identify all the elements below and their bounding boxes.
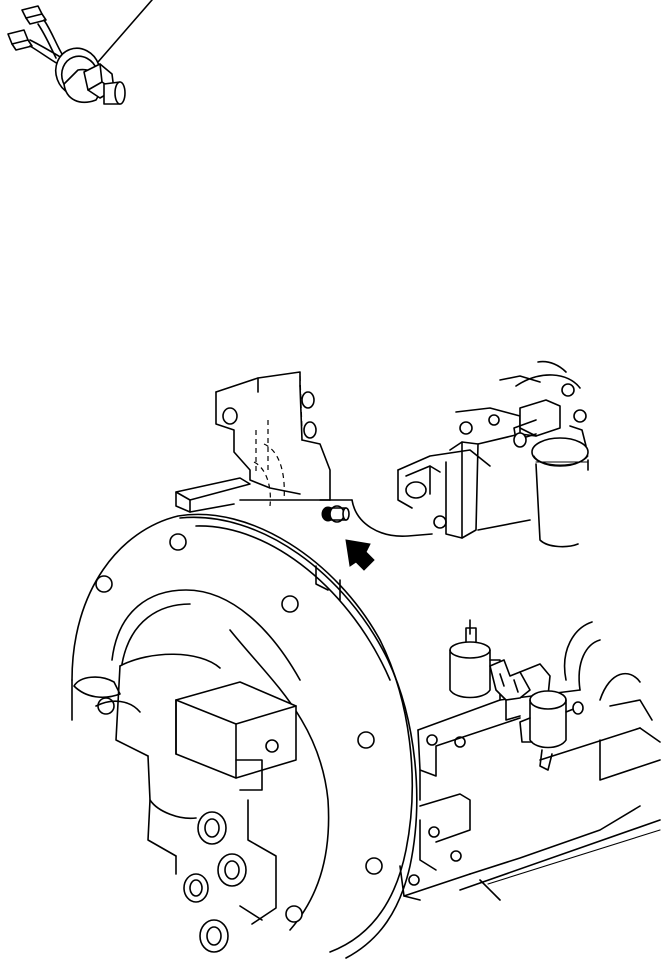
front-pump-body [73, 653, 297, 953]
sensor-canister-left [449, 619, 501, 701]
lead-wire [43, 19, 63, 55]
mount-bracket [489, 659, 551, 721]
switch-mount-location [321, 505, 350, 523]
sensor-canister-right [519, 690, 584, 771]
terminal-tab-lower [7, 29, 29, 45]
upper-block [215, 371, 331, 507]
pressure-switch-detail [7, 0, 153, 105]
flange-bolts [95, 533, 383, 923]
engine-assembly [71, 360, 661, 959]
leader-line [97, 0, 153, 63]
location-arrow [345, 539, 375, 571]
terminal-tab-upper [21, 5, 43, 19]
frame-rail [399, 689, 661, 901]
fuel-filter [499, 360, 589, 548]
port [197, 811, 227, 845]
hose [563, 621, 593, 681]
housing-shelf [175, 477, 331, 513]
block-bolt-hole [222, 407, 238, 425]
